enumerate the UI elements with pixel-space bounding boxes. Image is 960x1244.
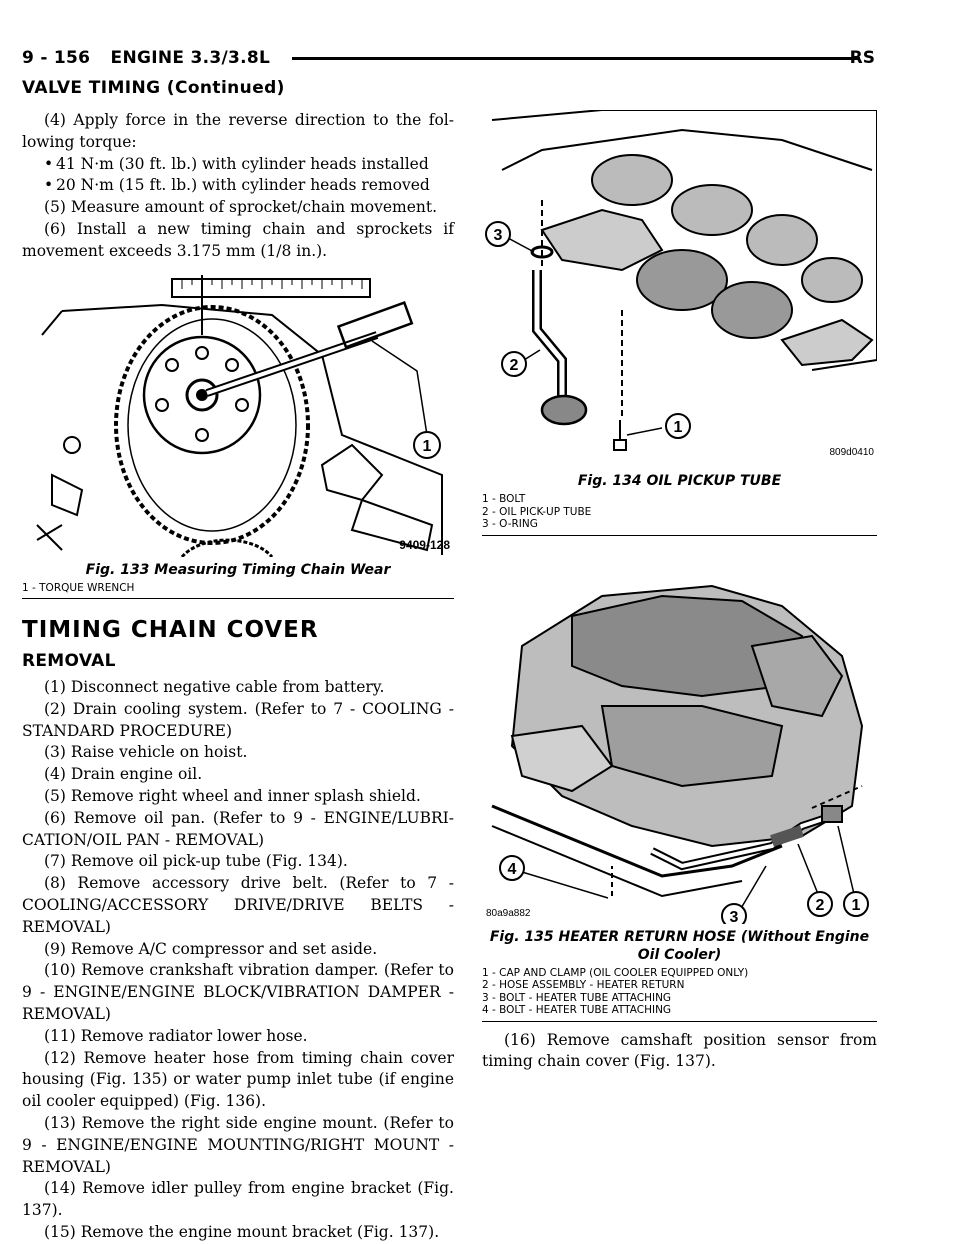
figure-code: 9409-128 [399,538,450,552]
figure-134: 3 2 1 809d0410 Fig. 134 OIL PICKUP TUBE … [482,110,877,536]
callout-3: 3 [730,909,739,924]
callout-1: 1 [852,897,861,914]
step-paragraph: (16) Remove camshaft position sensor fro… [482,1030,877,1071]
step-paragraph: (5) Remove right wheel and inner splash … [44,787,421,806]
page-number: 9 - 156 [22,48,91,68]
step-paragraph: (6) Remove oil pan. (Refer to 9 - ENGINE… [22,808,454,849]
right-column: 3 2 1 809d0410 Fig. 134 OIL PICKUP TUBE … [482,110,877,1073]
callout-3: 3 [494,227,503,244]
subsection-heading: REMOVAL [22,651,116,672]
step-paragraph: (3) Raise vehicle on hoist. [44,743,248,762]
figure-caption: Fig. 134 OIL PICKUP TUBE [577,473,782,489]
callout-4: 4 [508,861,517,878]
figure-133: 1 9409-128 Fig. 133 Measuring Timing Cha… [22,274,454,600]
step-paragraph: (11) Remove radiator lower hose. [44,1026,308,1045]
figure-legend-item: 3 - O-RING [482,518,538,530]
oil-pickup-tube-illustration: 3 2 1 809d0410 [485,110,877,458]
vehicle-code: RS [849,48,875,68]
bullet-item: •41 N·m (30 ft. lb.) with cylinder heads… [44,154,429,173]
bullet-item: •20 N·m (15 ft. lb.) with cylinder heads… [44,176,430,195]
page-header: 9 - 156 ENGINE 3.3/3.8L [22,48,284,68]
step-paragraph: (15) Remove the engine mount bracket (Fi… [44,1223,440,1241]
step-paragraph: (5) Measure amount of sprocket/chain mov… [44,198,438,217]
callout-1: 1 [423,438,432,455]
step-paragraph: (10) Remove crankshaft vibration damper.… [22,961,454,1024]
heater-return-hose-illustration: 4 3 2 1 80a9a882 [486,584,869,924]
step-paragraph: (4) Drain engine oil. [44,765,203,784]
figure-legend-item: 2 - HOSE ASSEMBLY - HEATER RETURN [482,979,685,991]
step-paragraph: (7) Remove oil pick-up tube (Fig. 134). [44,852,348,871]
step-paragraph: (9) Remove A/C compressor and set aside. [44,939,378,958]
step-paragraph: (12) Remove heater hose from timing chai… [22,1048,454,1111]
figure-caption: Fig. 135 HEATER RETURN HOSE (Without Eng… [489,928,870,945]
figure-caption-continued: Oil Cooler) [637,946,722,963]
timing-chain-wear-illustration: 1 9409-128 [36,274,450,557]
callout-2: 2 [816,897,825,914]
figure-legend-item: 1 - CAP AND CLAMP (OIL COOLER EQUIPPED O… [482,966,749,979]
left-column: (4) Apply force in the reverse direction… [22,110,454,1244]
figure-divider [22,598,454,600]
section-heading: TIMING CHAIN COVER [22,617,319,644]
figure-code: 809d0410 [830,447,875,458]
figure-divider [482,1020,877,1022]
figure-legend-item: 1 - BOLT [482,493,526,505]
figure-caption: Fig. 133 Measuring Timing Chain Wear [85,561,391,578]
step-paragraph: (4) Apply force in the reverse direction… [22,111,454,151]
step-paragraph: (13) Remove the right side engine mount.… [22,1114,454,1176]
figure-code: 80a9a882 [486,908,531,919]
figure-divider [482,534,877,536]
figure-legend-item: 2 - OIL PICK-UP TUBE [482,505,592,518]
section-continued-title: VALVE TIMING (Continued) [22,78,285,98]
manual-title: ENGINE 3.3/3.8L [110,48,271,68]
callout-1: 1 [674,419,683,436]
step-paragraph: (6) Install a new timing chain and sproc… [22,219,454,260]
step-paragraph: (2) Drain cooling system. (Refer to 7 - … [22,699,454,740]
figure-135: 4 3 2 1 80a9a882 Fig. 135 HEATER RETURN … [482,575,877,1022]
figure-legend-item: 3 - BOLT - HEATER TUBE ATTACHING [482,991,672,1004]
header-rule [292,57,860,60]
step-paragraph: (1) Disconnect negative cable from batte… [44,678,385,697]
figure-legend-item: 1 - TORQUE WRENCH [22,581,135,594]
step-paragraph: (14) Remove idler pulley from engine bra… [22,1179,454,1220]
step-paragraph: (8) Remove accessory drive belt. (Refer … [22,874,454,936]
figure-legend-item: 4 - BOLT - HEATER TUBE ATTACHING [482,1004,672,1016]
callout-2: 2 [510,357,519,374]
